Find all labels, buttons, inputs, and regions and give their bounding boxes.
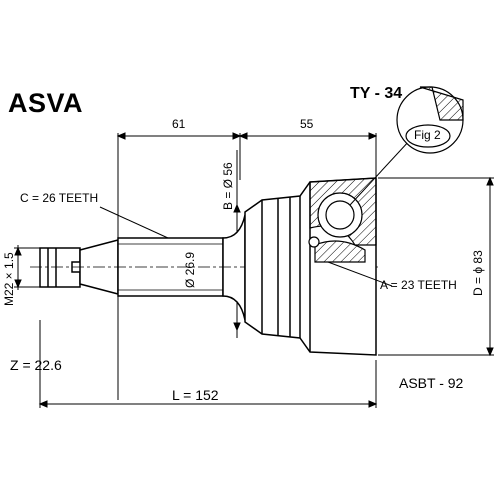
leader-lines xyxy=(99,139,411,287)
total-length-dimension xyxy=(38,320,378,408)
dimension-61: 61 xyxy=(172,117,186,131)
spline-outer-label: C = 26 TEETH xyxy=(20,191,99,205)
boot-diameter-label: B = Ø 56 xyxy=(221,162,235,210)
brand-logo: ASVA xyxy=(8,88,84,118)
total-length-label: L = 152 xyxy=(172,387,219,403)
dimension-55: 55 xyxy=(300,117,314,131)
fig2-detail xyxy=(396,86,464,154)
thread-label: M22 × 1.5 xyxy=(2,252,16,306)
outer-diameter-label: D = ϕ 83 xyxy=(471,250,485,296)
abs-code: ASBT - 92 xyxy=(399,375,464,391)
z-value: Z = 22.6 xyxy=(10,357,62,373)
figure-label: Fig 2 xyxy=(414,128,441,142)
outer-diameter-dimension xyxy=(378,176,494,357)
shaft xyxy=(39,214,246,321)
spline-inner-label: A = 23 TEETH xyxy=(380,278,457,292)
part-number: TY - 34 xyxy=(350,85,403,102)
shaft-diameter-label: Ø 26.9 xyxy=(183,251,197,288)
